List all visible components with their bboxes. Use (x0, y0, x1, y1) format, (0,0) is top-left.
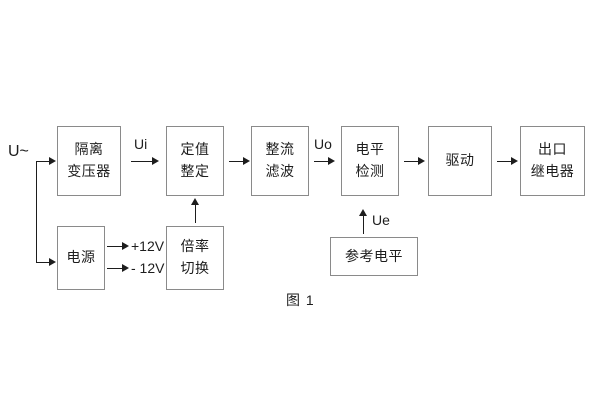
block-multiplier-switch-line2: 切换 (180, 260, 210, 276)
rail-positive-label: +12V (131, 238, 165, 254)
block-isolation-transformer-line2: 变压器 (67, 163, 111, 179)
block-rectify-filter-line1: 整流 (265, 141, 295, 158)
arrow-transformer-to-setting-line (131, 161, 153, 162)
block-driver-line1: 驱动 (445, 152, 475, 169)
rail-negative-arrow-icon (122, 263, 129, 272)
arrow-rectify-to-level-line (314, 161, 329, 162)
branch-to-transformer-arrow-icon (49, 156, 56, 165)
arrow-setting-to-rectify-line (229, 161, 244, 162)
block-level-detect[interactable]: 电平 检测 (341, 126, 399, 196)
input-voltage-label: U~ (8, 143, 29, 160)
signal-label-ue: Ue (372, 212, 390, 228)
branch-to-power-supply-arrow-icon (49, 257, 56, 266)
arrow-driver-to-relay-line (497, 161, 512, 162)
block-setting-adjust-line1: 定值 (180, 141, 210, 158)
arrow-level-to-driver-line (404, 161, 419, 162)
block-driver[interactable]: 驱动 (428, 126, 492, 196)
branch-to-power-supply-line (36, 262, 50, 263)
block-power-supply-line1: 电源 (66, 249, 96, 266)
rail-positive-arrow-icon (122, 241, 129, 250)
arrow-multiplier-to-setting-head-icon (191, 198, 199, 205)
block-isolation-transformer[interactable]: 隔离 变压器 (57, 126, 121, 196)
block-rectify-filter[interactable]: 整流 滤波 (251, 126, 309, 196)
arrow-transformer-to-setting-head-icon (152, 156, 159, 165)
arrow-reference-to-level-head-icon (359, 209, 367, 216)
rail-positive-line (107, 246, 123, 247)
block-power-supply[interactable]: 电源 (57, 226, 105, 290)
block-level-detect-line2: 检测 (355, 163, 385, 179)
block-isolation-transformer-line1: 隔离 (74, 141, 104, 158)
arrow-level-to-driver-head-icon (418, 156, 425, 165)
arrow-reference-to-level-line (363, 215, 364, 234)
arrow-setting-to-rectify-head-icon (243, 156, 250, 165)
arrow-rectify-to-level-head-icon (328, 156, 335, 165)
arrow-driver-to-relay-head-icon (511, 156, 518, 165)
block-level-detect-line1: 电平 (355, 141, 385, 158)
block-output-relay[interactable]: 出口 继电器 (520, 126, 585, 196)
block-reference-level-line1: 参考电平 (345, 247, 403, 264)
block-rectify-filter-line2: 滤波 (265, 163, 295, 179)
figure-caption: 图 1 (286, 292, 315, 308)
block-setting-adjust[interactable]: 定值 整定 (166, 126, 224, 196)
arrow-multiplier-to-setting-line (195, 204, 196, 223)
signal-label-uo: Uo (314, 136, 332, 152)
input-bus-vertical-line (36, 161, 37, 262)
branch-to-transformer-line (36, 161, 50, 162)
signal-label-ui: Ui (134, 136, 148, 152)
block-setting-adjust-line2: 整定 (180, 163, 210, 179)
block-multiplier-switch-line1: 倍率 (180, 238, 210, 255)
block-output-relay-line2: 继电器 (530, 163, 575, 179)
block-output-relay-line1: 出口 (538, 141, 567, 158)
rail-negative-line (107, 268, 123, 269)
block-reference-level[interactable]: 参考电平 (330, 237, 418, 276)
block-multiplier-switch[interactable]: 倍率 切换 (166, 226, 224, 290)
rail-negative-label: - 12V (131, 260, 165, 276)
